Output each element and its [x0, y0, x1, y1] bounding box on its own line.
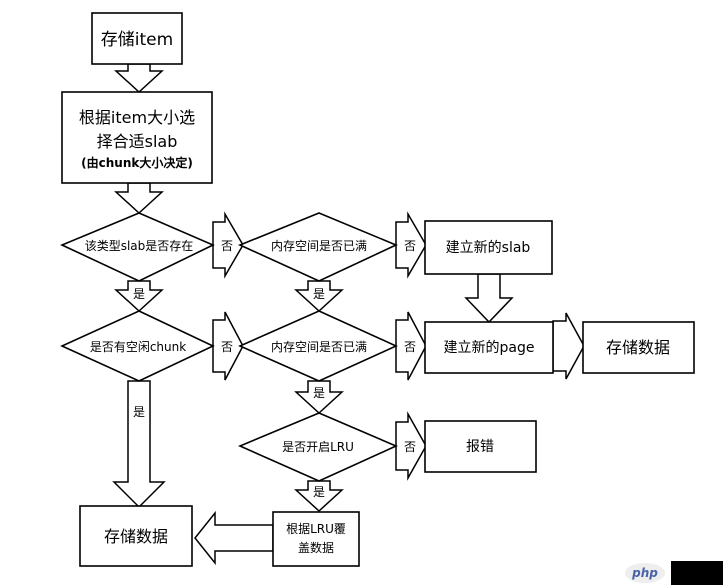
arrow-down-5 [294, 380, 344, 415]
store-data-bottom-label: 存储数据 [104, 527, 168, 546]
choose-slab-line-2: 择合适slab [97, 132, 178, 151]
choose-slab-line-3: (由chunk大小决定) [81, 155, 193, 170]
lru-diamond [237, 412, 398, 482]
php-watermark: php [623, 559, 723, 585]
arrow-down-2 [114, 182, 164, 215]
arrow-down-6 [294, 480, 344, 513]
lru-enabled-label: 是否开启LRU [282, 440, 354, 454]
watermark-bar [671, 561, 723, 585]
arrow-down-4 [294, 280, 344, 313]
free-chunk-label: 是否有空闲chunk [90, 340, 186, 354]
slab-exists-diamond [60, 212, 215, 282]
new-slab-label: 建立新的slab [446, 240, 531, 256]
edge-label-memory-full-1-yes: 是 [313, 287, 325, 301]
memory-full-2-label: 内存空间是否已满 [271, 340, 367, 354]
memory-full-2-diamond [238, 310, 398, 382]
new-page-box [424, 321, 554, 374]
choose-slab-line-1: 根据item大小选 [79, 108, 195, 127]
edge-label-lru-no: 否 [404, 440, 416, 454]
edge-label-free-chunk-yes: 是 [133, 405, 145, 419]
new-page-label: 建立新的page [444, 340, 535, 356]
arrow-down-3 [114, 280, 164, 313]
error-label: 报错 [466, 439, 494, 455]
arrow-left-1 [194, 510, 274, 566]
error-box [424, 420, 537, 473]
edge-label-memory-full-2-yes: 是 [313, 386, 325, 400]
php-logo: php [625, 563, 665, 583]
store-item-box [91, 12, 183, 65]
lru-overwrite-line-1: 根据LRU覆 [286, 522, 346, 536]
store-item-label: 存储item [101, 30, 173, 50]
edge-label-slab-exists-no: 否 [221, 239, 233, 253]
memory-full-1-diamond [237, 212, 398, 282]
arrow-right-5 [552, 312, 585, 380]
lru-overwrite-line-2: 盖数据 [298, 540, 334, 555]
lru-overwrite-box [272, 511, 360, 567]
edge-label-memory-full-1-no: 否 [404, 239, 416, 253]
slab-exists-label: 该类型slab是否存在 [85, 239, 194, 253]
edge-label-free-chunk-no: 否 [221, 340, 233, 354]
edge-label-slab-exists-yes: 是 [133, 287, 145, 301]
store-data-right-label: 存储数据 [606, 338, 670, 357]
arrow-down-1 [114, 63, 164, 94]
edge-label-memory-full-2-no: 否 [404, 340, 416, 354]
arrow-down-long [112, 380, 166, 509]
store-data-right-box [582, 321, 695, 374]
free-chunk-diamond [60, 310, 215, 382]
edge-label-lru-yes: 是 [313, 485, 325, 499]
store-data-bottom-box [79, 505, 193, 567]
choose-slab-box [61, 91, 213, 184]
arrow-down-7 [464, 273, 514, 324]
new-slab-box [424, 220, 553, 275]
memory-full-1-label: 内存空间是否已满 [271, 239, 367, 253]
